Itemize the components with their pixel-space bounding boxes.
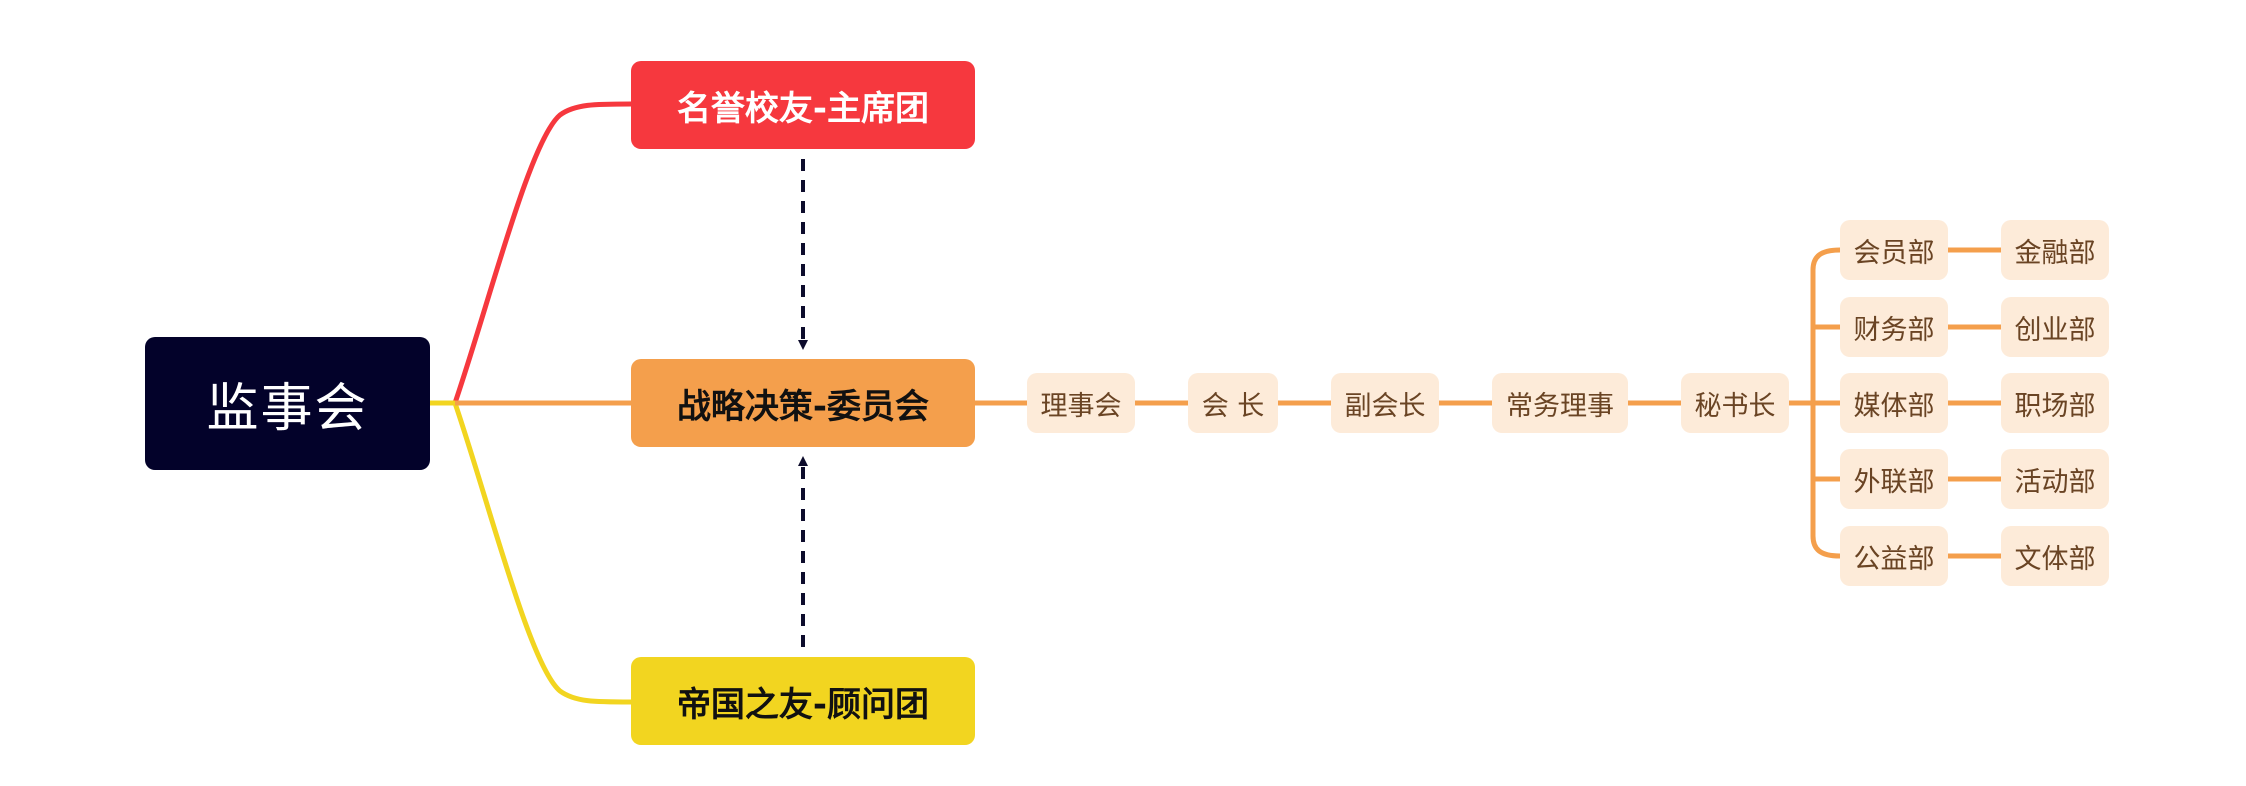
branch-node-strategy[interactable]: 战略决策-委员会 — [631, 359, 975, 447]
department-node-entrepreneurship[interactable]: 创业部 — [2001, 297, 2109, 357]
department-node-label: 文体部 — [2014, 543, 2096, 575]
department-node-label: 活动部 — [2014, 466, 2096, 498]
chain-node-vice-president[interactable]: 副会长 — [1331, 373, 1439, 433]
department-node-label: 创业部 — [2014, 314, 2096, 346]
chain-node-president[interactable]: 会 长 — [1188, 373, 1278, 433]
department-node-label: 职场部 — [2014, 390, 2096, 422]
department-node-accounting[interactable]: 财务部 — [1840, 297, 1948, 357]
branch-node-strategy-label: 战略决策-委员会 — [676, 386, 930, 427]
connector-root-honor — [427, 101, 634, 406]
chain-node-executive-director[interactable]: 常务理事 — [1492, 373, 1628, 433]
branch-node-imperial[interactable]: 帝国之友-顾问团 — [631, 657, 975, 745]
branch-node-honor-label: 名誉校友-主席团 — [676, 88, 930, 129]
root-node-supervisory-board[interactable]: 监事会 — [145, 337, 430, 470]
chain-node-label: 理事会 — [1040, 390, 1122, 422]
branch-node-imperial-label: 帝国之友-顾问团 — [676, 684, 930, 725]
chain-node-secretary-general[interactable]: 秘书长 — [1681, 373, 1789, 433]
department-node-label: 外联部 — [1853, 466, 1935, 498]
branch-node-honor[interactable]: 名誉校友-主席团 — [631, 61, 975, 149]
department-node-public-welfare[interactable]: 公益部 — [1840, 526, 1948, 586]
department-node-label: 媒体部 — [1853, 390, 1935, 422]
chain-node-label: 副会长 — [1344, 390, 1426, 422]
department-node-media[interactable]: 媒体部 — [1840, 373, 1948, 433]
root-node-label: 监事会 — [206, 379, 369, 439]
chain-node-label: 秘书长 — [1694, 390, 1776, 422]
department-node-career[interactable]: 职场部 — [2001, 373, 2109, 433]
department-node-label: 公益部 — [1853, 543, 1935, 575]
chain-node-label: 常务理事 — [1506, 390, 1614, 422]
department-node-culture-sports[interactable]: 文体部 — [2001, 526, 2109, 586]
chain-node-council[interactable]: 理事会 — [1027, 373, 1135, 433]
department-node-label: 会员部 — [1853, 237, 1935, 269]
department-node-external-relations[interactable]: 外联部 — [1840, 449, 1948, 509]
department-node-events[interactable]: 活动部 — [2001, 449, 2109, 509]
chain-node-label: 会 长 — [1201, 390, 1265, 422]
department-node-label: 金融部 — [2014, 237, 2096, 269]
department-node-membership[interactable]: 会员部 — [1840, 220, 1948, 280]
connector-root-imperial — [427, 400, 634, 705]
department-node-label: 财务部 — [1853, 314, 1935, 346]
department-node-finance[interactable]: 金融部 — [2001, 220, 2109, 280]
